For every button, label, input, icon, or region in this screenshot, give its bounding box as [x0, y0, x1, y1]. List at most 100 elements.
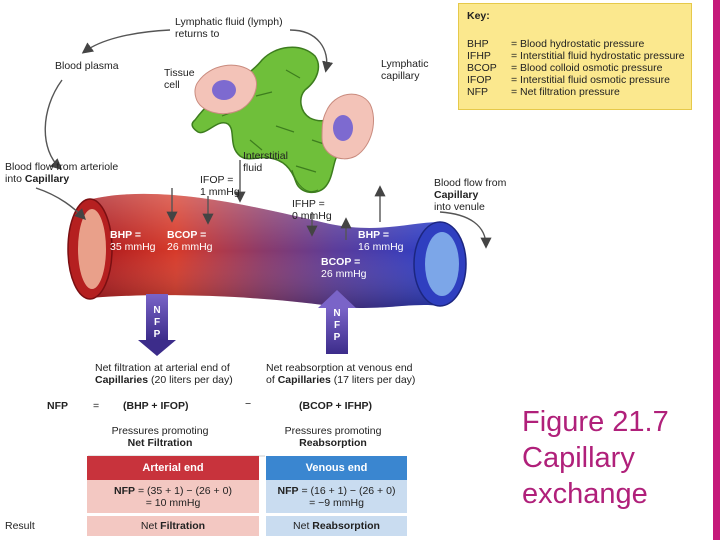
key-desc: = Net filtration pressure [511, 86, 620, 98]
filt-line2: Capillaries (20 liters per day) [95, 374, 233, 386]
bhp-venous-label: BHP = 16 mmHg [358, 229, 404, 253]
key-desc: = Interstitial fluid hydrostatic pressur… [511, 50, 685, 62]
equation-nfp: NFP [47, 400, 68, 412]
bcop-venous-label: BCOP = 26 mmHg [321, 256, 367, 280]
venous-calc-nfp: NFP [277, 485, 299, 497]
reab-rest: (17 liters per day) [330, 374, 416, 386]
tissue-cell-label: Tissue cell [164, 67, 195, 91]
ifop-line1: IFOP = [200, 174, 234, 186]
equation-right-term: (BCOP + IFHP) [299, 400, 372, 412]
promo-reab-bold: Reabsorption [299, 437, 367, 449]
lymph-cap-line1: Lymphatic [381, 58, 429, 70]
arterial-result-cell: Net Filtration [87, 516, 259, 536]
flow-arrows [35, 29, 492, 249]
reab-prefix: of [266, 374, 278, 386]
venous-calc-line2: = −9 mmHg [309, 497, 364, 509]
arterial-result-bold: Filtration [160, 520, 206, 532]
flow-in-bold: Capillary [24, 173, 70, 185]
flow-out-line2: Capillary [434, 189, 506, 201]
key-abbr: IFOP [467, 74, 492, 86]
nfp-letter-right-n: N [333, 308, 341, 319]
venous-calc-formula: = (16 + 1) − (26 + 0) [298, 485, 396, 497]
reab-line2: of Capillaries (17 liters per day) [266, 374, 415, 386]
promo-filt-bold: Net Filtration [127, 437, 193, 449]
net-filtration-summary: Net filtration at arterial end of Capill… [95, 362, 233, 386]
key-abbr: NFP [467, 86, 488, 98]
flow-out-bold: Capillary [434, 189, 479, 201]
bhp-arterial-line1: BHP = [110, 229, 156, 241]
promo-reabsorption: Pressures promoting Reabsorption [268, 425, 398, 449]
equation-equals: = [93, 400, 100, 412]
nfp-letter-left-n: N [153, 305, 161, 316]
ifop-label: IFOP = 1 mmHg [200, 174, 240, 198]
flow-out-line3: into venule [434, 201, 485, 213]
tissue-cell-left [194, 64, 257, 114]
ifhp-line1: IFHP = [292, 198, 325, 210]
nfp-arrow-reabsorption [318, 290, 356, 354]
bcop-venous-line1: BCOP = [321, 256, 367, 268]
bcop-venous-value-label: BCOP = [321, 256, 361, 268]
lymphatic-capillary-label: Lymphatic capillary [381, 58, 428, 82]
key-desc: = Blood colloid osmotic pressure [511, 62, 663, 74]
nfp-letter-left-p: P [153, 329, 161, 340]
caption-line1: Figure 21.7 [522, 406, 669, 438]
lymph-return-label: Lymphatic fluid (lymph) returns to [175, 16, 283, 40]
tissue-cell-line2: cell [164, 79, 180, 91]
arterial-calc-nfp: NFP [114, 485, 136, 497]
flow-in-label: Blood flow from arteriole into Capillary [5, 161, 118, 185]
figure-caption: Figure 21.7 Capillary exchange [522, 404, 669, 512]
bhp-arterial-line2: 35 mmHg [110, 241, 156, 253]
key-row: BCOP = Blood colloid osmotic pressure [467, 62, 662, 74]
nfp-letter-right-f: F [333, 320, 341, 331]
right-accent-bar [713, 0, 720, 540]
promo-reab-line2: Reabsorption [268, 437, 398, 449]
lymph-cap-line2: capillary [381, 70, 420, 82]
blood-plasma-label: Blood plasma [55, 60, 119, 72]
equation-left-term: (BHP + IFOP) [123, 400, 188, 412]
ifhp-line2: 0 mmHg [292, 210, 332, 222]
flow-in-line1: Blood flow from arteriole [5, 161, 119, 173]
ifhp-label: IFHP = 0 mmHg [292, 198, 332, 222]
key-title: Key: [467, 10, 490, 22]
equation-right-text: (BCOP + IFHP) [299, 400, 373, 412]
lymph-return-line1: Lymphatic fluid (lymph) [175, 16, 283, 28]
filt-line1: Net filtration at arterial end of [95, 362, 230, 374]
key-desc: = Interstitial fluid osmotic pressure [511, 74, 671, 86]
bhp-arterial-label: BHP = 35 mmHg [110, 229, 156, 253]
bcop-venous-line2: 26 mmHg [321, 268, 367, 280]
venous-calc-cell: NFP = (16 + 1) − (26 + 0) = −9 mmHg [266, 480, 407, 513]
arterial-calc-line2: = 10 mmHg [145, 497, 201, 509]
interstitial-line2: fluid [243, 162, 263, 174]
net-reabsorption-summary: Net reabsorption at venous end of Capill… [266, 362, 415, 386]
flow-in-prefix: into [5, 173, 25, 185]
key-row: IFHP = Interstitial fluid hydrostatic pre… [467, 50, 685, 62]
arterial-calc-line1: NFP = (35 + 1) − (26 + 0) [87, 485, 259, 497]
ifop-line2: 1 mmHg [200, 186, 240, 198]
lymph-return-line2: returns to [175, 28, 220, 40]
bcop-arterial-label: BCOP = 26 mmHg [167, 229, 213, 253]
arterial-end-header: Arterial end [87, 456, 259, 480]
key-abbr: IFHP [467, 50, 491, 62]
promo-filt-line1: Pressures promoting [111, 425, 209, 437]
equation-nfp-text: NFP [47, 400, 68, 412]
arterial-calc-formula: = (35 + 1) − (26 + 0) [135, 485, 232, 497]
filt-bold: Capillaries [95, 374, 149, 386]
caption-line3: exchange [522, 478, 648, 510]
flow-out-label: Blood flow from Capillary into venule [434, 177, 506, 213]
bhp-venous-line1: BHP = [358, 229, 404, 241]
arterial-calc-cell: NFP = (35 + 1) − (26 + 0) = 10 mmHg [87, 480, 259, 513]
caption-line2: Capillary [522, 442, 635, 474]
arterial-result-prefix: Net [140, 520, 161, 532]
bhp-venous-line2: 16 mmHg [358, 241, 404, 253]
flow-out-line1: Blood flow from [434, 177, 507, 189]
result-label: Result [5, 520, 35, 532]
key-row: NFP = Net filtration pressure [467, 86, 620, 98]
key-row: BHP= Blood hydrostatic pressure [467, 38, 644, 50]
interstitial-line1: Interstitial [243, 150, 288, 162]
nfp-letter-right-p: P [333, 332, 341, 343]
filt-rest: (20 liters per day) [148, 374, 233, 386]
key-legend: Key: BHP= Blood hydrostatic pressure IFH… [458, 3, 692, 110]
key-abbr: BCOP [467, 62, 497, 74]
tissue-cell-line1: Tissue [164, 67, 195, 79]
